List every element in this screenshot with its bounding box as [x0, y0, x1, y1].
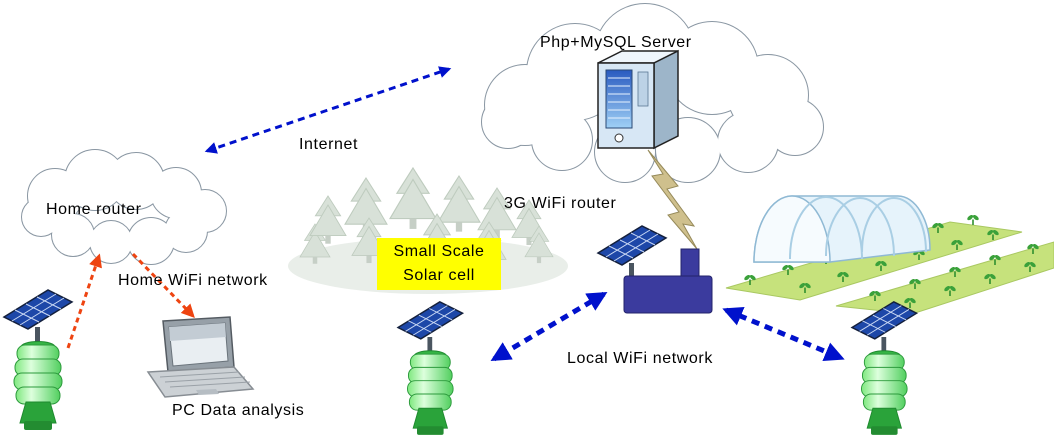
laptop-icon	[146, 316, 255, 398]
server-tower-icon	[597, 49, 679, 150]
greenhouse-icon	[753, 195, 931, 263]
router-3g-label: 3G WiFi router	[504, 195, 617, 212]
solar-cell-label-line2: Solar cell	[403, 267, 475, 284]
pc-data-analysis-label: PC Data analysis	[172, 402, 305, 419]
home-wifi-network-label: Home WiFi network	[118, 272, 268, 289]
internet-label: Internet	[299, 136, 359, 153]
local-wifi-arrow-left	[490, 291, 608, 362]
server-label: Php+MySQL Server	[540, 34, 692, 51]
home-router-label: Home router	[46, 201, 142, 218]
solar-cell-label-line1: Small Scale	[393, 243, 485, 260]
solar-cell-label: Small Scale Solar cell	[377, 238, 501, 290]
sensor-node-home	[4, 290, 72, 430]
local-wifi-arrow-right	[722, 306, 845, 362]
sensor-node-field-right	[852, 302, 917, 435]
home-wifi-arrow-sensor	[66, 253, 102, 349]
sensor-node-field-left	[398, 302, 463, 435]
local-wifi-network-label: Local WiFi network	[567, 350, 713, 367]
internet-arrow	[204, 66, 452, 154]
wifi-router-3g-device	[597, 225, 713, 314]
